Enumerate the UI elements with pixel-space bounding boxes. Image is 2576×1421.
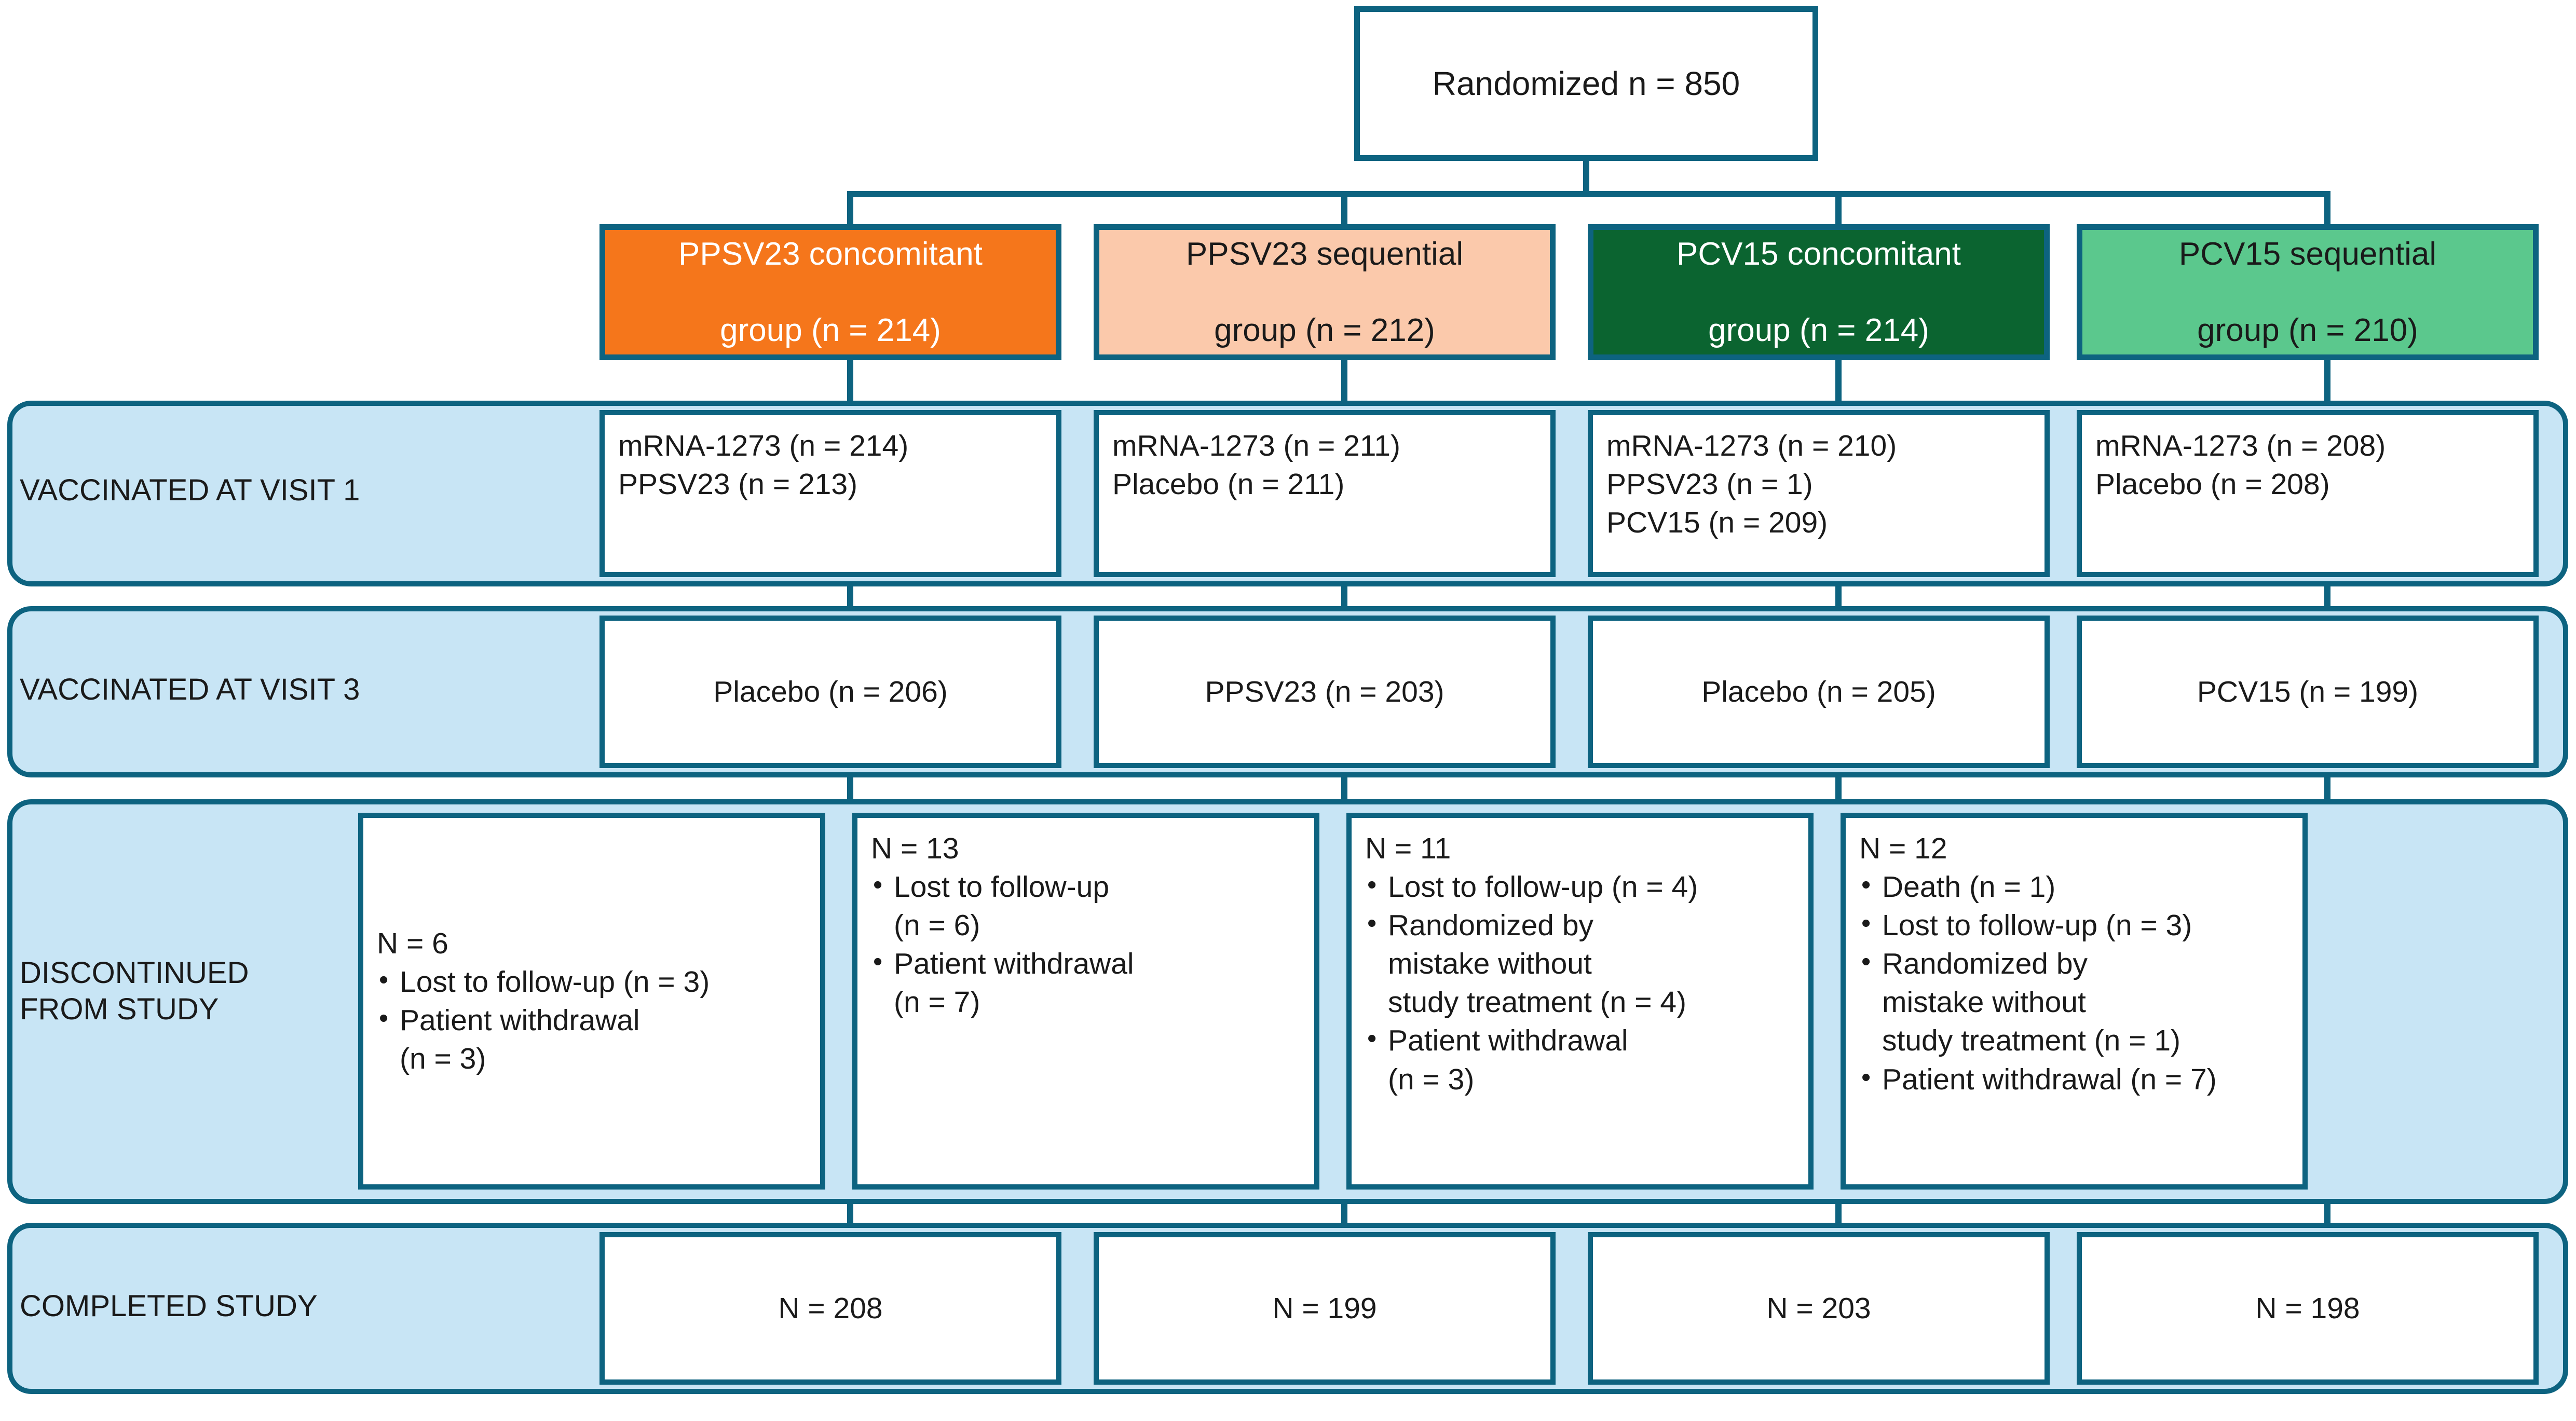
discontinued-reason-list: Lost to follow-up (n = 3) Patient withdr… [377,963,710,1078]
cell-visit1-col3: mRNA-1273 (n = 210) PPSV23 (n = 1) PCV15… [1588,410,2050,577]
cell-text-line: Placebo (n = 206) [713,675,948,708]
list-item: Randomized by mistake without study trea… [1859,945,2217,1060]
cell-text-line: PPSV23 (n = 203) [1205,675,1444,708]
cell-text-line: PPSV23 (n = 213) [618,468,858,501]
cell-discontinued-col4: N = 12 Death (n = 1) Lost to follow-up (… [1841,813,2308,1190]
connector-distribution-bar [847,191,2330,197]
randomized-label: Randomized n = 850 [1432,65,1740,102]
cell-text-line: N = 208 [778,1291,883,1325]
list-item: Patient withdrawal (n = 7) [871,945,1134,1021]
cell-visit1-col1: mRNA-1273 (n = 214) PPSV23 (n = 213) [599,410,1061,577]
cell-discontinued-col1: N = 6 Lost to follow-up (n = 3) Patient … [358,813,825,1190]
discontinued-total: N = 11 [1365,832,1451,865]
connector-drop-group-4 [2324,191,2330,226]
cell-completed-col3: N = 203 [1588,1232,2050,1385]
cell-discontinued-col2: N = 13 Lost to follow-up (n = 6) Patient… [852,813,1319,1190]
connector-group2-to-visit1 [1341,360,1347,405]
cell-visit1-col2: mRNA-1273 (n = 211) Placebo (n = 211) [1094,410,1556,577]
label-visit1: VACCINATED AT VISIT 1 [20,473,360,507]
connector-drop-group-1 [847,191,853,226]
cell-completed-col2: N = 199 [1094,1232,1556,1385]
label-completed: COMPLETED STUDY [20,1289,318,1323]
cell-text-line: N = 203 [1766,1291,1871,1325]
discontinued-total: N = 13 [871,832,959,865]
cell-text-line: Placebo (n = 205) [1701,675,1936,708]
list-item: Patient withdrawal (n = 3) [377,1001,710,1078]
connector-drop-group-2 [1341,191,1347,226]
cell-completed-col1: N = 208 [599,1232,1061,1385]
label-visit3: VACCINATED AT VISIT 3 [20,673,360,706]
connector-group3-to-visit1 [1835,360,1842,405]
cell-text-line: mRNA-1273 (n = 210) [1606,429,1897,462]
connector-randomized-stem [1583,161,1589,194]
cell-text-line: PPSV23 (n = 1) [1606,468,1813,501]
connector-group4-to-visit1 [2324,360,2330,405]
cell-text-line: N = 198 [2255,1291,2360,1325]
list-item: Patient withdrawal (n = 3) [1365,1021,1698,1098]
cell-visit3-col1: Placebo (n = 206) [599,616,1061,768]
discontinued-total: N = 12 [1859,832,1947,865]
list-item: Lost to follow-up (n = 3) [377,963,710,1001]
list-item: Patient withdrawal (n = 7) [1859,1060,2217,1099]
randomized-box: Randomized n = 850 [1354,6,1818,161]
cell-completed-col4: N = 198 [2077,1232,2539,1385]
cell-visit3-col2: PPSV23 (n = 203) [1094,616,1556,768]
list-item: Lost to follow-up (n = 6) [871,868,1134,945]
discontinued-reason-list: Death (n = 1) Lost to follow-up (n = 3) … [1859,868,2217,1099]
connector-drop-group-3 [1835,191,1842,226]
cell-text-line: Placebo (n = 211) [1112,468,1345,501]
cell-text-line: PCV15 (n = 199) [2197,675,2419,708]
cell-text-line: N = 199 [1272,1291,1377,1325]
cell-visit1-col4: mRNA-1273 (n = 208) Placebo (n = 208) [2077,410,2539,577]
cell-visit3-col3: Placebo (n = 205) [1588,616,2050,768]
list-item: Randomized by mistake without study trea… [1365,906,1698,1021]
connector-group1-to-visit1 [847,360,853,405]
cell-discontinued-col3: N = 11 Lost to follow-up (n = 4) Randomi… [1346,813,1814,1190]
discontinued-reason-list: Lost to follow-up (n = 6) Patient withdr… [871,868,1134,1021]
cell-text-line: PCV15 (n = 209) [1606,506,1828,540]
list-item: Lost to follow-up (n = 4) [1365,868,1698,906]
cell-text-line: mRNA-1273 (n = 211) [1112,429,1400,462]
cell-text-line: mRNA-1273 (n = 214) [618,429,909,462]
cell-text-line: Placebo (n = 208) [2095,468,2330,501]
list-item: Lost to follow-up (n = 3) [1859,906,2217,945]
discontinued-reason-list: Lost to follow-up (n = 4) Randomized by … [1365,868,1698,1099]
list-item: Death (n = 1) [1859,868,2217,906]
cell-visit3-col4: PCV15 (n = 199) [2077,616,2539,768]
discontinued-total: N = 6 [377,926,448,960]
cell-text-line: mRNA-1273 (n = 208) [2095,429,2386,462]
